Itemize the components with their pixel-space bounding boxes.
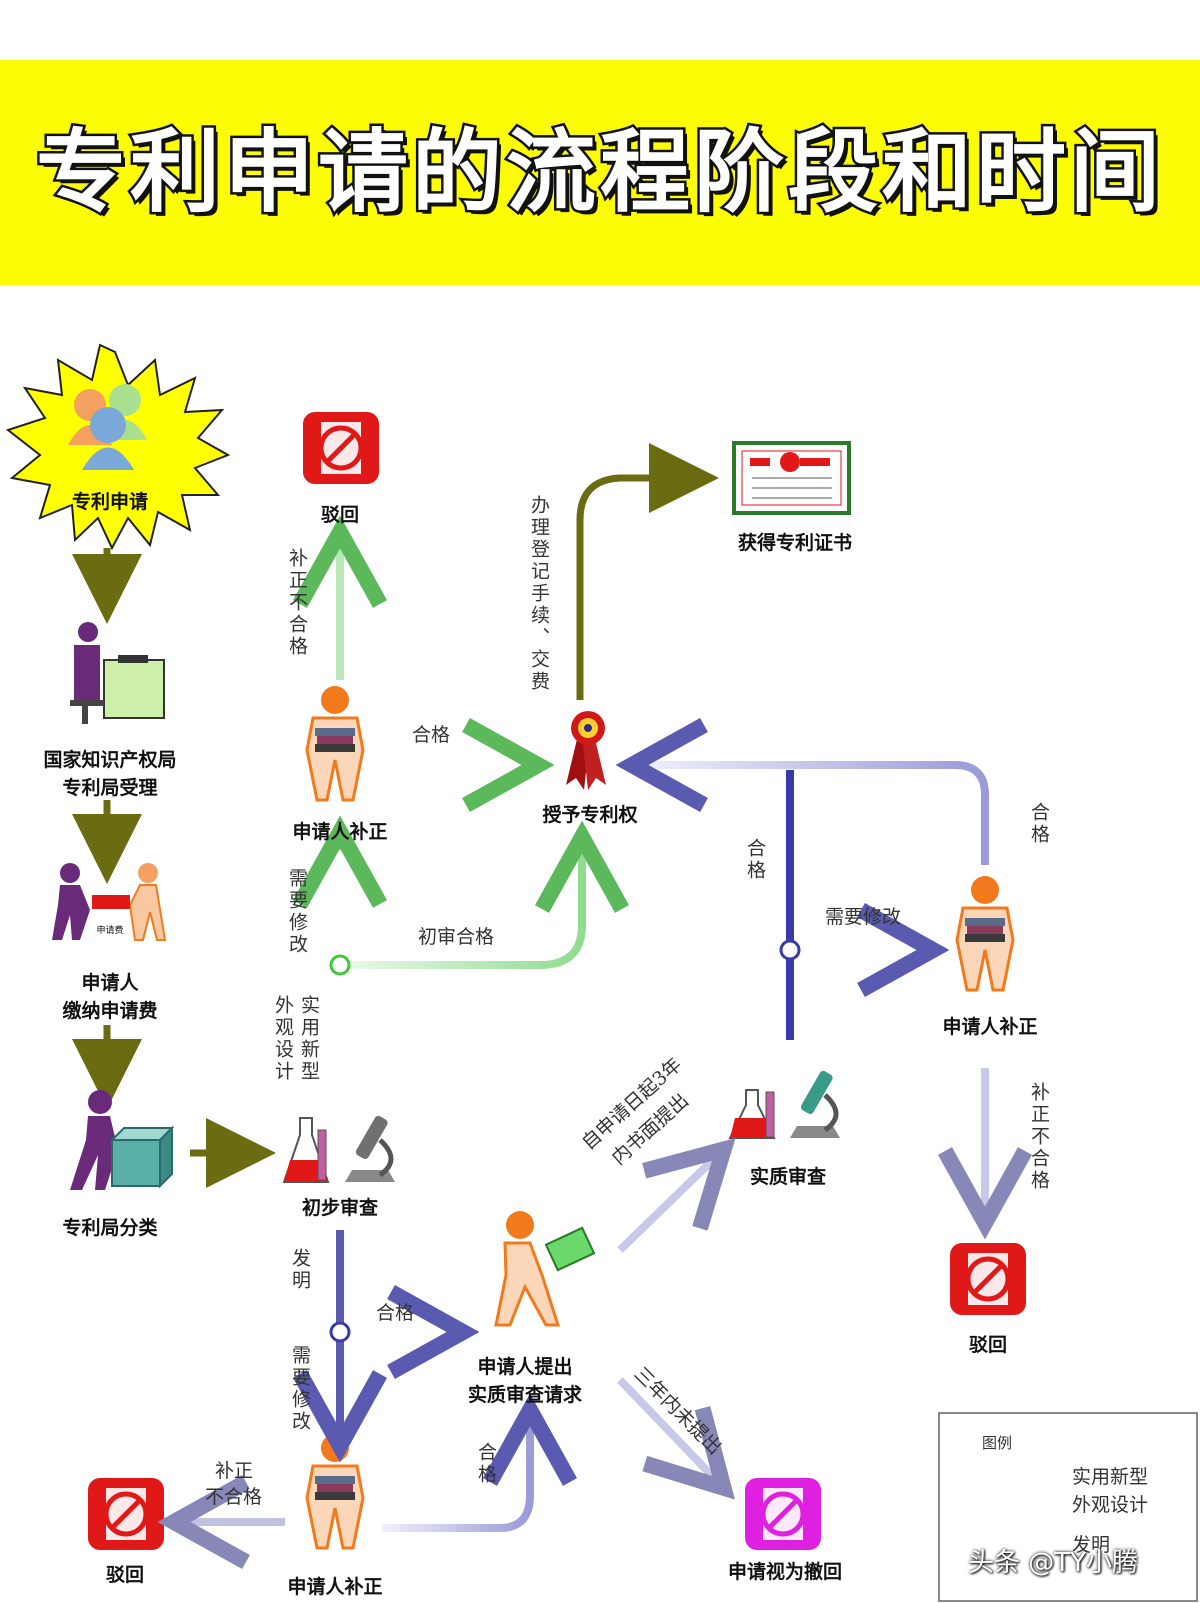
node-withdrawn: 申请视为撤回 bbox=[727, 1561, 842, 1583]
utility-design-path bbox=[331, 540, 582, 1105]
node-office-accept-1: 国家知识产权局 bbox=[43, 749, 177, 771]
edge-correct-fail-top: 补正不合格 bbox=[286, 548, 308, 658]
substantive-exam-icon bbox=[728, 1070, 840, 1139]
apply-starburst bbox=[5, 343, 231, 551]
node-prelim: 初步审查 bbox=[301, 1197, 378, 1219]
edge-correct-fail-bottom-1: 补正 bbox=[215, 1460, 254, 1482]
node-reject-top: 驳回 bbox=[320, 504, 359, 526]
edge-utility-design-2: 实用新型 bbox=[298, 995, 320, 1083]
edge-need-modify-left: 需要修改 bbox=[286, 868, 308, 956]
legend bbox=[938, 1412, 1198, 1602]
applicant-correct-bottom-icon bbox=[305, 1434, 365, 1550]
edge-qualified-right-top: 合格 bbox=[1028, 802, 1050, 846]
node-request-2: 实质审查请求 bbox=[467, 1384, 582, 1406]
left-column-arrows bbox=[72, 443, 719, 1188]
node-classify: 专利局分类 bbox=[62, 1217, 158, 1239]
edge-qualified-bottom: 合格 bbox=[475, 1442, 497, 1486]
edge-qualified-mid: 合格 bbox=[376, 1302, 415, 1324]
legend-item-utility-1: 实用新型 bbox=[1072, 1466, 1149, 1488]
edge-correct-fail-right: 补正不合格 bbox=[1028, 1082, 1050, 1192]
reject-right-icon bbox=[950, 1243, 1026, 1315]
node-correct-bottom: 申请人补正 bbox=[287, 1576, 383, 1598]
node-substantive: 实质审查 bbox=[749, 1166, 826, 1188]
classify-icon bbox=[70, 1090, 175, 1190]
fee-tag: 申请费 bbox=[96, 926, 124, 936]
node-correct-top: 申请人补正 bbox=[292, 821, 388, 843]
edge-correct-fail-bottom-2: 不合格 bbox=[205, 1486, 263, 1508]
node-request-1: 申请人提出 bbox=[477, 1356, 573, 1378]
withdrawn-icon bbox=[745, 1478, 821, 1550]
node-certificate: 获得专利证书 bbox=[737, 532, 852, 554]
pay-fee-icon bbox=[52, 863, 167, 941]
node-pay-fee-1: 申请人 bbox=[81, 972, 139, 994]
node-correct-right: 申请人补正 bbox=[942, 1016, 1038, 1038]
invention-path bbox=[182, 765, 985, 1528]
title-banner: 专利申请的流程阶段和时间 bbox=[0, 60, 1200, 285]
edge-utility-design-1: 外观设计 bbox=[272, 995, 294, 1083]
edge-need-modify-bottom: 需要修改 bbox=[289, 1345, 311, 1433]
legend-title: 图例 bbox=[982, 1434, 1013, 1452]
edge-qualified-top: 合格 bbox=[412, 724, 451, 746]
node-grant: 授予专利权 bbox=[542, 804, 638, 826]
prelim-exam-icon bbox=[282, 1115, 395, 1183]
reject-top-icon bbox=[303, 412, 379, 484]
page-title: 专利申请的流程阶段和时间 bbox=[34, 118, 1164, 228]
applicant-correct-right-icon bbox=[955, 876, 1015, 992]
applicant-request-icon bbox=[494, 1211, 596, 1327]
node-pay-fee-2: 缴纳申请费 bbox=[62, 1000, 158, 1022]
node-apply: 专利申请 bbox=[71, 491, 148, 513]
edge-need-modify-right: 需要修改 bbox=[825, 906, 902, 928]
edge-prelim-pass: 初审合格 bbox=[418, 926, 495, 948]
legend-item-utility-2: 外观设计 bbox=[1072, 1494, 1149, 1516]
edge-invention: 发明 bbox=[289, 1248, 311, 1292]
reject-bottom-icon bbox=[88, 1478, 164, 1550]
node-office-accept-2: 专利局受理 bbox=[62, 777, 158, 799]
edge-register: 办理登记手续、交费 bbox=[528, 495, 550, 693]
watermark: 头条 @TY小腾 bbox=[968, 1548, 1139, 1578]
clerk-icon bbox=[70, 622, 165, 724]
node-reject-bottom: 驳回 bbox=[105, 1564, 144, 1586]
node-reject-right: 驳回 bbox=[968, 1334, 1007, 1356]
legend-item-invention: 发明 bbox=[1072, 1534, 1111, 1556]
certificate-icon bbox=[732, 441, 851, 515]
applicant-correct-top-icon bbox=[305, 686, 365, 802]
grant-ribbon-icon bbox=[566, 711, 606, 790]
edge-qualified-right-v: 合格 bbox=[744, 838, 766, 882]
